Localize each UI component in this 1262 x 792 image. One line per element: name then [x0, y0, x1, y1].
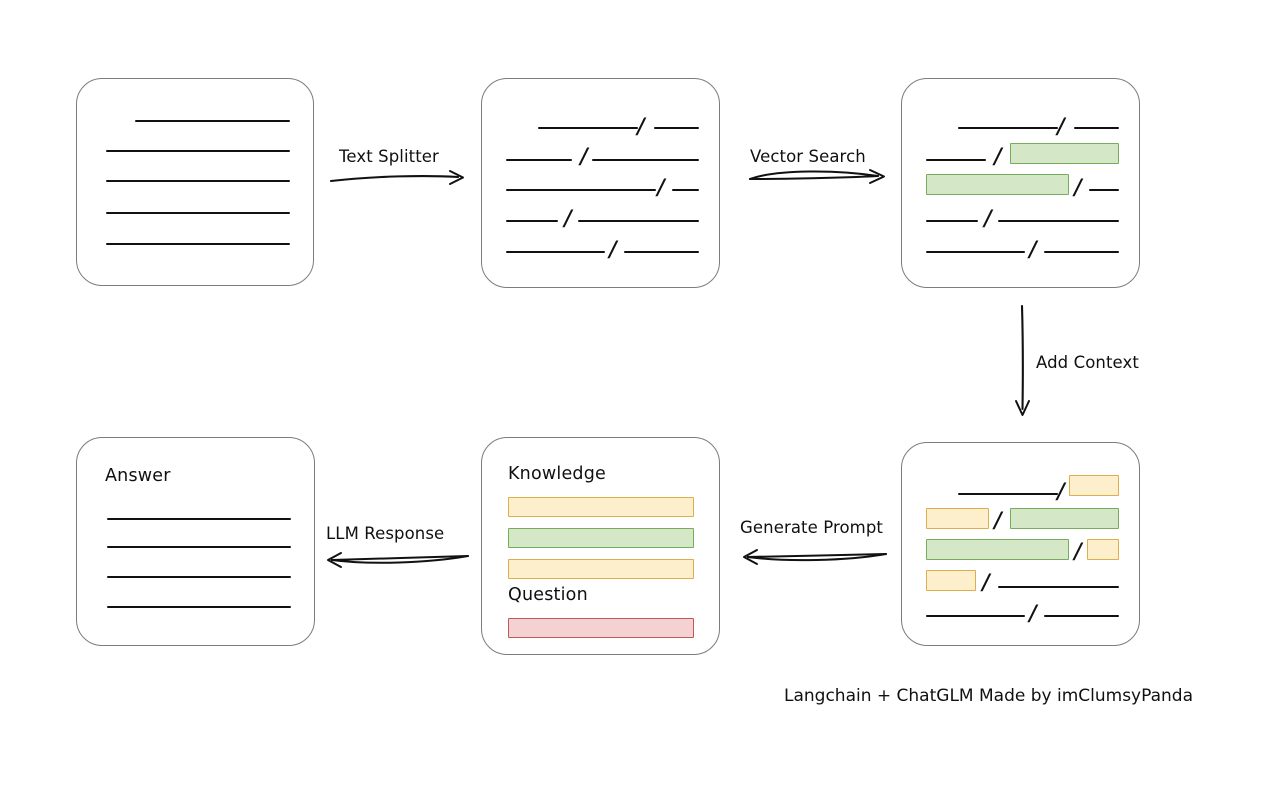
text-line [506, 220, 558, 222]
knowledge-chip-green [508, 528, 694, 548]
text-line [926, 220, 978, 222]
node-prompt-context[interactable]: / / / / / [901, 442, 1140, 646]
highlight-chip-green [1010, 143, 1119, 164]
highlight-chip-yellow [1069, 475, 1119, 496]
highlight-chip-green [926, 174, 1069, 195]
text-line [998, 220, 1119, 222]
separator-slash: / [984, 205, 992, 230]
edge-arrow-text-splitter [329, 170, 464, 185]
highlight-chip-yellow [926, 570, 976, 591]
edge-label-llm-response: LLM Response [326, 524, 445, 543]
text-line [926, 615, 1025, 617]
text-line [107, 606, 291, 608]
text-line [1074, 127, 1119, 129]
knowledge-label: Knowledge [508, 464, 606, 484]
text-line [958, 127, 1058, 129]
node-prompt[interactable]: Knowledge Question [481, 437, 720, 655]
text-line [958, 493, 1058, 495]
text-line [654, 127, 699, 129]
text-line [135, 120, 290, 122]
text-line [107, 576, 291, 578]
separator-slash: / [1029, 600, 1037, 625]
highlight-chip-green [1010, 508, 1119, 529]
text-line [926, 251, 1025, 253]
text-line [624, 251, 699, 253]
diagram-caption: Langchain + ChatGLM Made by imClumsyPand… [784, 686, 1193, 706]
text-line [506, 189, 656, 191]
separator-slash: / [1057, 478, 1065, 503]
edge-arrow-vector-search [749, 169, 885, 184]
text-line [578, 220, 699, 222]
separator-slash: / [1029, 236, 1037, 261]
highlight-chip-yellow [926, 508, 989, 529]
edge-arrow-add-context [1015, 304, 1030, 416]
text-line [1044, 251, 1119, 253]
separator-slash: / [564, 205, 572, 230]
separator-slash: / [580, 143, 588, 168]
highlight-chip-yellow [1087, 539, 1119, 560]
separator-slash: / [1074, 174, 1082, 199]
text-line [672, 189, 699, 191]
separator-slash: / [1074, 538, 1082, 563]
edge-arrow-llm-response [327, 552, 469, 568]
text-line [107, 546, 291, 548]
text-line [926, 159, 986, 161]
separator-slash: / [609, 236, 617, 261]
text-line [538, 127, 638, 129]
text-line [1044, 615, 1119, 617]
text-line [106, 180, 290, 182]
text-line [107, 518, 291, 520]
edge-label-vector-search: Vector Search [750, 147, 866, 166]
separator-slash: / [657, 174, 665, 199]
edge-label-add-context: Add Context [1036, 353, 1139, 372]
edge-label-generate-prompt: Generate Prompt [740, 518, 883, 537]
node-split-document[interactable]: / / / / / [481, 78, 720, 288]
text-line [106, 150, 290, 152]
node-vector-matches[interactable]: / / / / / [901, 78, 1140, 288]
text-line [998, 586, 1119, 588]
text-line [506, 251, 605, 253]
answer-label: Answer [105, 466, 171, 486]
text-line [1089, 189, 1119, 191]
separator-slash: / [1057, 113, 1065, 138]
text-line [106, 243, 290, 245]
knowledge-chip-yellow [508, 559, 694, 579]
question-chip-red [508, 618, 694, 638]
separator-slash: / [994, 507, 1002, 532]
text-line [506, 159, 572, 161]
edge-label-text-splitter: Text Splitter [339, 147, 439, 166]
separator-slash: / [994, 143, 1002, 168]
text-line [592, 159, 699, 161]
highlight-chip-green [926, 539, 1069, 560]
question-label: Question [508, 585, 588, 605]
knowledge-chip-yellow [508, 497, 694, 517]
node-answer[interactable]: Answer [76, 437, 315, 646]
node-source-document[interactable] [76, 78, 314, 286]
text-line [106, 212, 290, 214]
edge-arrow-generate-prompt [743, 549, 887, 565]
separator-slash: / [982, 569, 990, 594]
separator-slash: / [637, 113, 645, 138]
